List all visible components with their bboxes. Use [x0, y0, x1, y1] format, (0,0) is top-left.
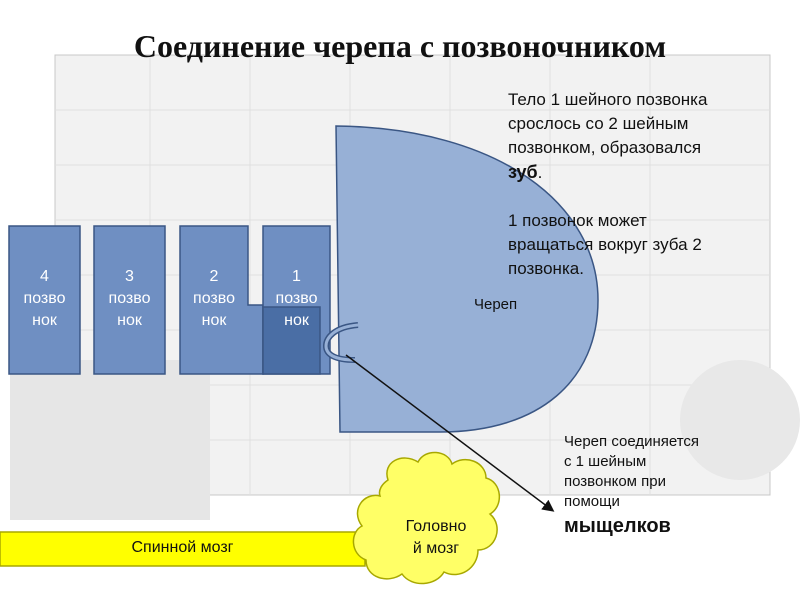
vertebra-3-label: 3 позво нок [94, 266, 165, 332]
vertebra-2-number: 2 [209, 268, 219, 285]
books-silhouette [10, 360, 210, 520]
info-line-2: срослось со 2 шейным [508, 114, 689, 133]
vertebra-1-line1: позво [275, 290, 318, 307]
brain-label-line-1: Головно [405, 518, 467, 535]
brain-label-line-2: й мозг [412, 540, 460, 557]
vertebra-3-line2: нок [117, 312, 142, 329]
info-spacer [508, 185, 788, 209]
info-line-5: 1 позвонок может [508, 211, 647, 230]
tooth [262, 306, 321, 375]
vertebra-1-line2: нок [284, 312, 309, 329]
info-text: Тело 1 шейного позвонка срослось со 2 ше… [508, 88, 788, 281]
info-line-6: вращаться вокруг зуба 2 [508, 235, 702, 254]
vertebra-1-number: 1 [292, 268, 301, 285]
globe-silhouette [680, 360, 800, 480]
vertebra-2-label: 2 позво нок [180, 266, 248, 332]
joint-line-2: с 1 шейным [564, 453, 647, 470]
joint-line-3: позвонком при [564, 473, 666, 490]
vertebra-4-label: 4 позво нок [9, 266, 80, 332]
joint-line-4: помощи [564, 493, 620, 510]
vertebra-3-line1: позво [108, 290, 151, 307]
info-period: . [537, 163, 543, 182]
pointer-arrow [345, 354, 555, 512]
skull-shape [335, 125, 599, 433]
condyle-inner [324, 323, 359, 362]
spinal-cord-label: Спинной мозг [131, 539, 234, 556]
vertebra-3 [93, 225, 166, 375]
vertebra-4 [8, 225, 81, 375]
vertebrae-group [8, 225, 331, 375]
info-bold-word: зуб [508, 162, 538, 182]
page-title: Соединение черепа с позвоночником [133, 28, 667, 64]
brain-label: Головно й мозг [366, 516, 506, 560]
joint-bold: мыщелков [564, 515, 671, 537]
brain-cloud [352, 451, 500, 585]
info-line-7: позвонка. [508, 259, 584, 278]
vertebra-4-line2: нок [32, 312, 57, 329]
vertebra-3-number: 3 [125, 268, 134, 285]
vertebra-4-number: 4 [40, 268, 49, 285]
info-line-1: Тело 1 шейного позвонка [508, 90, 708, 109]
joint-text: Череп соединяется с 1 шейным позвонком п… [564, 432, 784, 540]
joint-line-1: Череп соединяется [564, 433, 700, 450]
vertebra-2-line2: нок [201, 312, 227, 329]
skull-label: Череп [474, 296, 518, 313]
vertebra-2-line1: позво [193, 290, 235, 307]
info-line-3: позвонком, образовался [508, 138, 702, 157]
vertebra-1-label: 1 позво нок [263, 266, 330, 332]
vertebra-4-line1: позво [23, 290, 66, 307]
info-line-4: зуб. [508, 160, 788, 185]
